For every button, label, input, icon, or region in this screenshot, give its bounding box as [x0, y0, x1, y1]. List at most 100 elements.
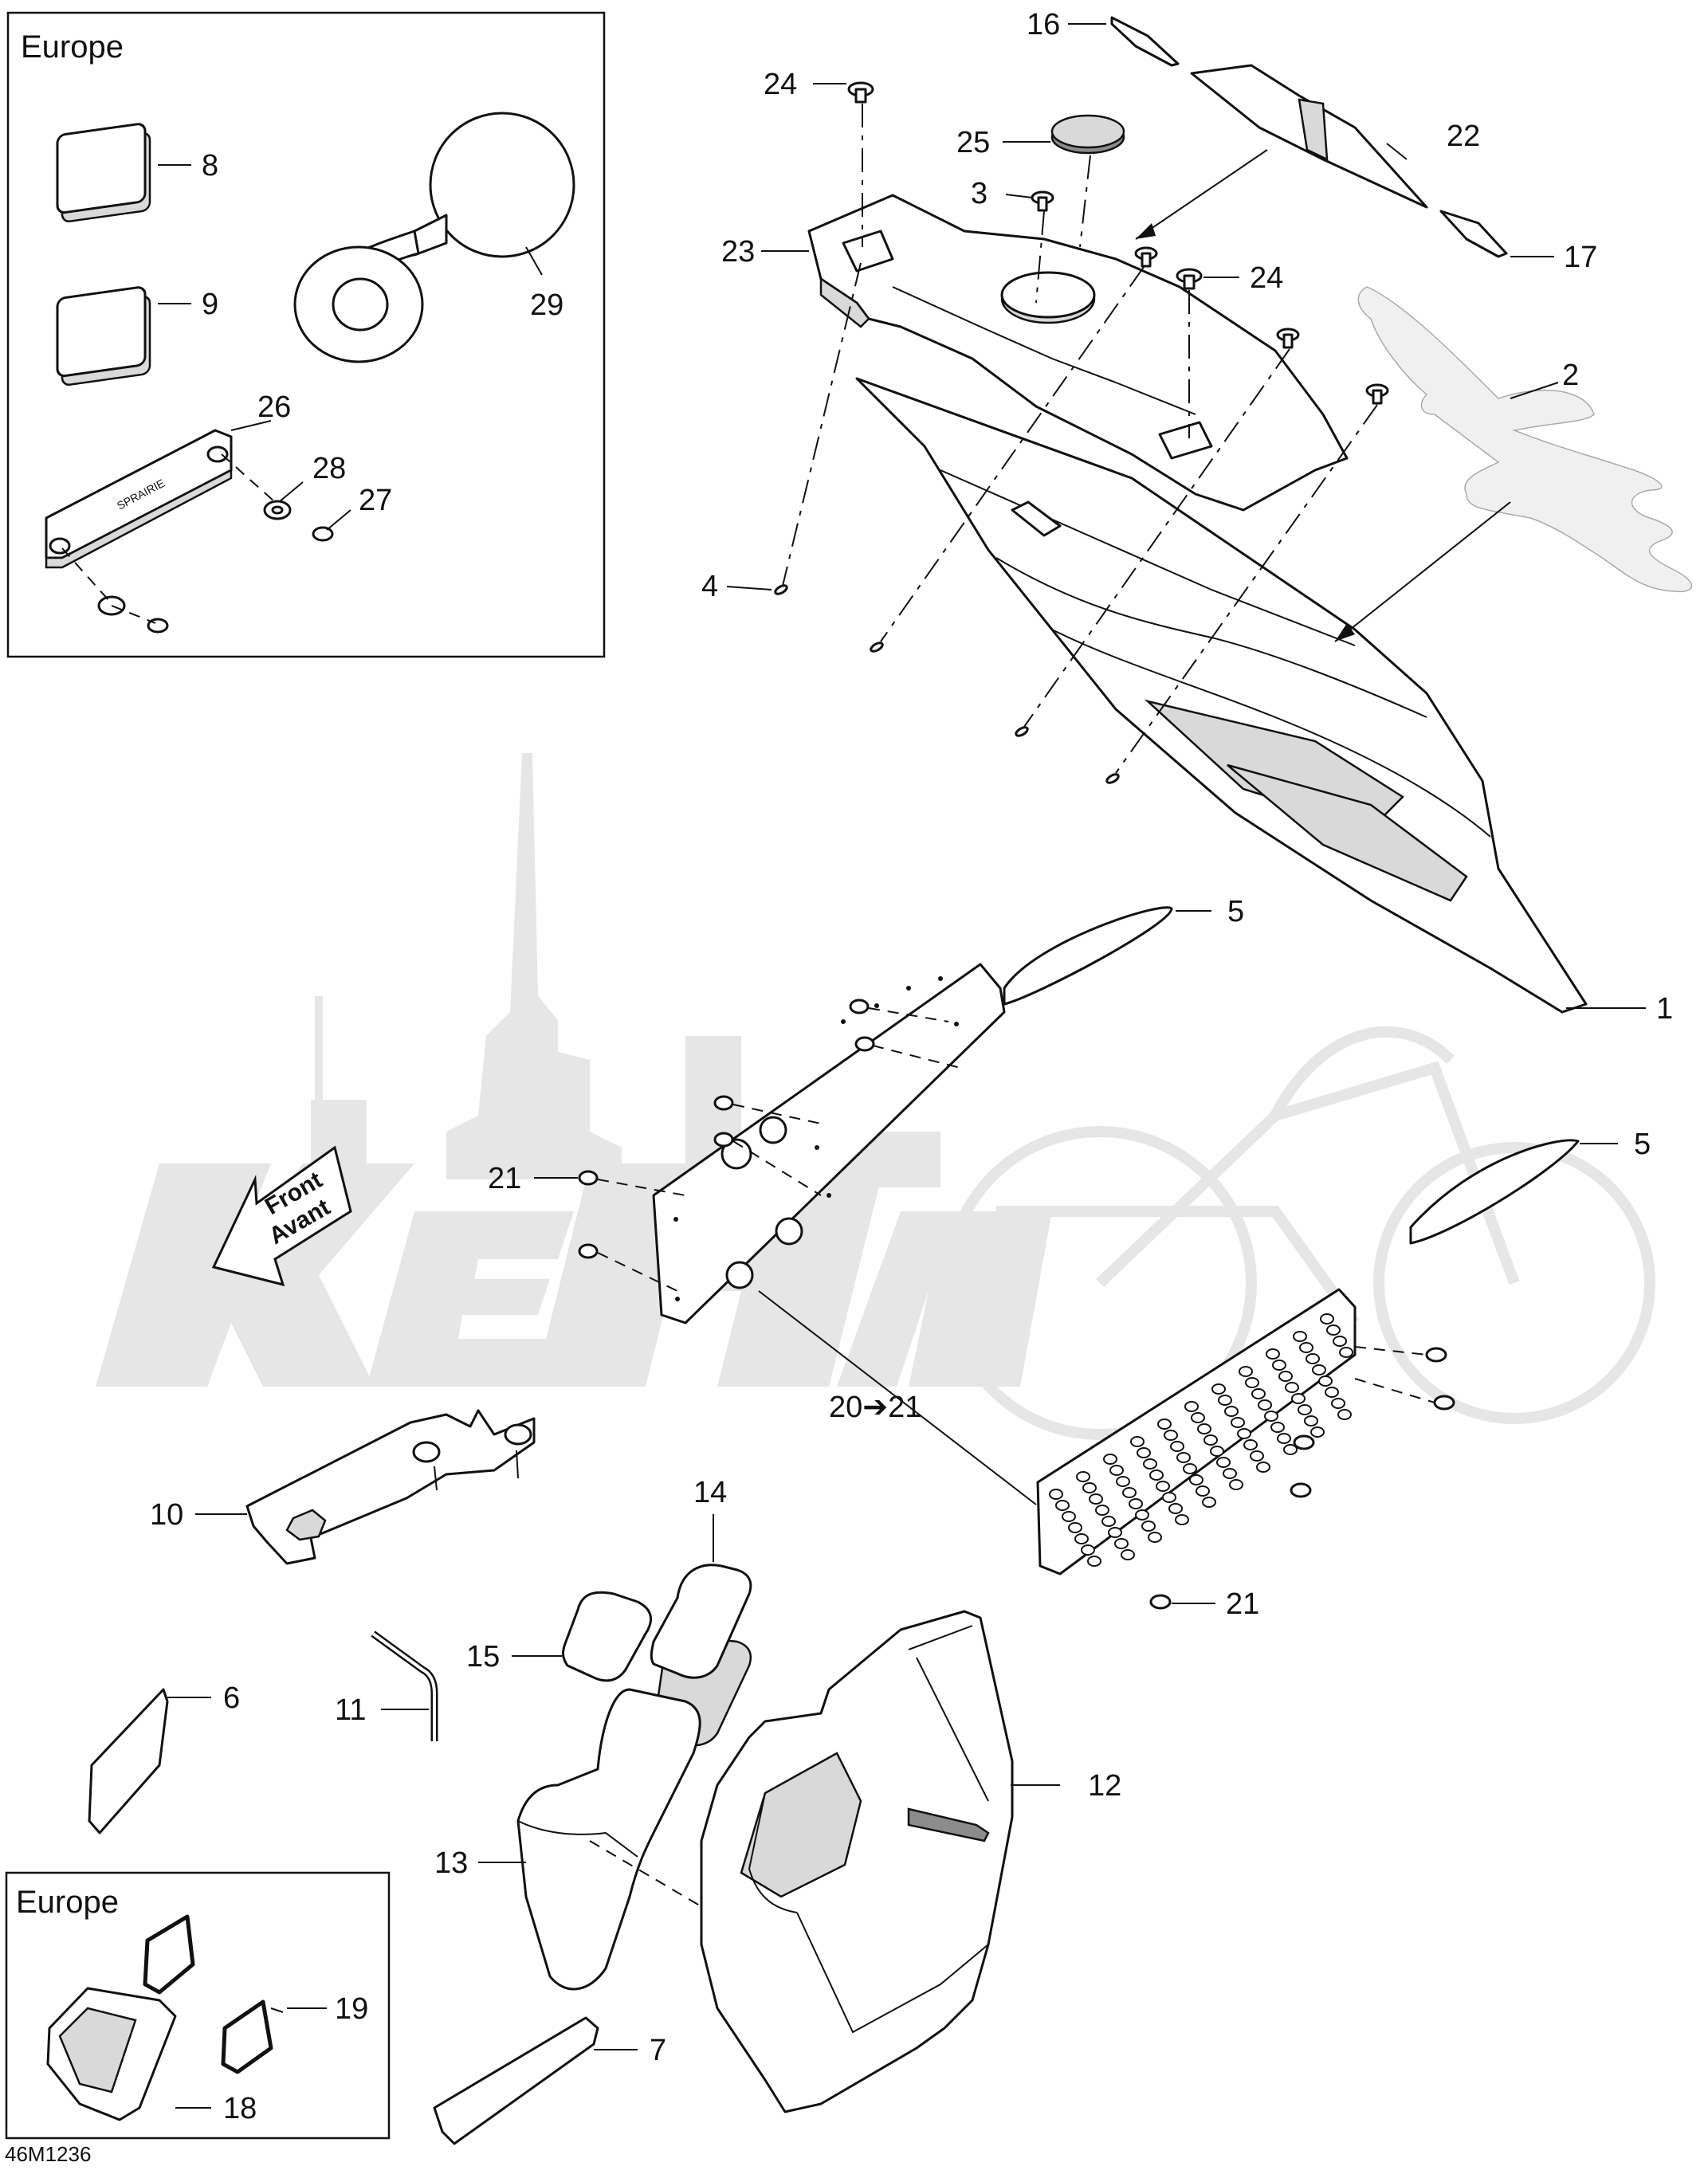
stud	[1108, 1527, 1122, 1538]
stud	[1114, 1538, 1129, 1549]
stud	[1325, 1387, 1339, 1398]
stud	[1074, 1533, 1089, 1544]
stud	[1191, 1412, 1205, 1423]
callout-13: 13	[434, 1846, 468, 1880]
rivet-c	[1134, 246, 1158, 268]
callout-14: 14	[693, 1476, 727, 1509]
stud	[1095, 1505, 1109, 1516]
part-2-decal	[1357, 286, 1692, 593]
stud	[1239, 1366, 1253, 1377]
stud	[1237, 1428, 1251, 1439]
part-19-bracket-a	[143, 1914, 195, 1995]
callout-2: 2	[1562, 359, 1579, 392]
part-5-decal-lower	[1409, 1139, 1580, 1245]
stud	[1224, 1406, 1239, 1417]
callout-1: 1	[1656, 992, 1673, 1026]
stud	[1130, 1436, 1145, 1447]
stud	[1175, 1514, 1189, 1525]
stud	[1250, 1450, 1264, 1462]
stud	[1285, 1382, 1299, 1393]
stud	[1137, 1447, 1151, 1458]
stud	[1170, 1441, 1184, 1452]
callout-28: 28	[312, 452, 346, 485]
part-20-foot-rest-panel	[652, 963, 1006, 1324]
stud	[1216, 1457, 1231, 1468]
stud	[1251, 1388, 1266, 1399]
part-27-screw	[147, 526, 334, 634]
stud	[1148, 1532, 1162, 1543]
stud	[1229, 1479, 1243, 1490]
part-16-decal	[1110, 16, 1180, 67]
callout-27: 27	[359, 484, 392, 517]
box-frame	[5, 1871, 391, 2140]
part-18-light-bezel	[46, 1987, 177, 2121]
part-19-bracket-b	[221, 1999, 284, 2074]
callout-15: 15	[466, 1640, 500, 1674]
part-22-decal	[1190, 64, 1428, 209]
stud	[1109, 1465, 1124, 1476]
part-23-seat-base	[807, 194, 1349, 512]
stud	[1162, 1492, 1176, 1503]
callout-8: 8	[202, 149, 218, 182]
europe-kit-box-top: Europe SPRAIRIE	[6, 11, 606, 658]
stud	[1184, 1401, 1199, 1412]
stud	[1068, 1522, 1082, 1533]
part-7-decal	[433, 2016, 599, 2145]
stud	[1135, 1509, 1149, 1521]
part-4-grommets	[774, 584, 1120, 784]
stud	[1306, 1353, 1320, 1364]
stud	[1202, 1497, 1216, 1508]
part-11-hex-key	[371, 1630, 438, 1741]
part-13-foam-block	[516, 1688, 701, 1991]
callout-18: 18	[223, 2092, 257, 2125]
stud	[1258, 1399, 1272, 1411]
callout-21-lower: 21	[1226, 1587, 1259, 1621]
stud	[1141, 1521, 1156, 1532]
part-21-screws-middle	[578, 999, 961, 1292]
stud	[1277, 1433, 1291, 1444]
stud	[1272, 1360, 1286, 1371]
stud	[1270, 1422, 1285, 1433]
callout-29: 29	[530, 288, 563, 322]
stud	[1278, 1371, 1293, 1382]
stud	[1218, 1395, 1232, 1406]
stud	[1082, 1482, 1097, 1493]
callout-20-21: 20➔21	[829, 1391, 921, 1424]
stud	[1049, 1489, 1063, 1500]
callout-19: 19	[335, 1992, 368, 2026]
callout-5-upper: 5	[1227, 895, 1244, 928]
stud	[1103, 1454, 1117, 1465]
stud	[1089, 1493, 1103, 1505]
stud	[1210, 1446, 1224, 1457]
stud	[1310, 1426, 1325, 1438]
callout-21-upper: 21	[488, 1162, 521, 1195]
box-title: Europe	[21, 29, 124, 65]
part-1-rear-body-panel	[855, 377, 1588, 1014]
callout-6: 6	[223, 1681, 240, 1715]
stud	[1129, 1498, 1143, 1509]
stud	[1291, 1393, 1306, 1404]
stud	[1331, 1398, 1345, 1409]
front-direction-arrow: Front Avant	[211, 1145, 352, 1287]
stud	[1293, 1331, 1307, 1342]
stud	[1298, 1404, 1312, 1415]
part-12-storage-bin	[700, 1610, 1014, 2113]
callout-24-a: 24	[764, 68, 797, 101]
stud	[1299, 1342, 1313, 1353]
part-25-fuel-cap	[1050, 114, 1125, 155]
stud	[1183, 1463, 1197, 1474]
stud	[1189, 1474, 1203, 1485]
step-plate-studs	[1049, 1313, 1353, 1567]
stud	[1283, 1444, 1298, 1455]
stud	[1076, 1471, 1090, 1482]
callout-3: 3	[971, 177, 987, 210]
part-17-decal	[1439, 210, 1508, 258]
stud	[1337, 1409, 1352, 1420]
stud	[1081, 1544, 1095, 1556]
rivet-d	[1276, 328, 1300, 349]
callout-25: 25	[956, 126, 990, 159]
part-5-decal-upper	[1003, 906, 1173, 1006]
callout-5-lower: 5	[1634, 1128, 1651, 1161]
stud	[1197, 1423, 1211, 1434]
callout-23: 23	[721, 235, 755, 269]
